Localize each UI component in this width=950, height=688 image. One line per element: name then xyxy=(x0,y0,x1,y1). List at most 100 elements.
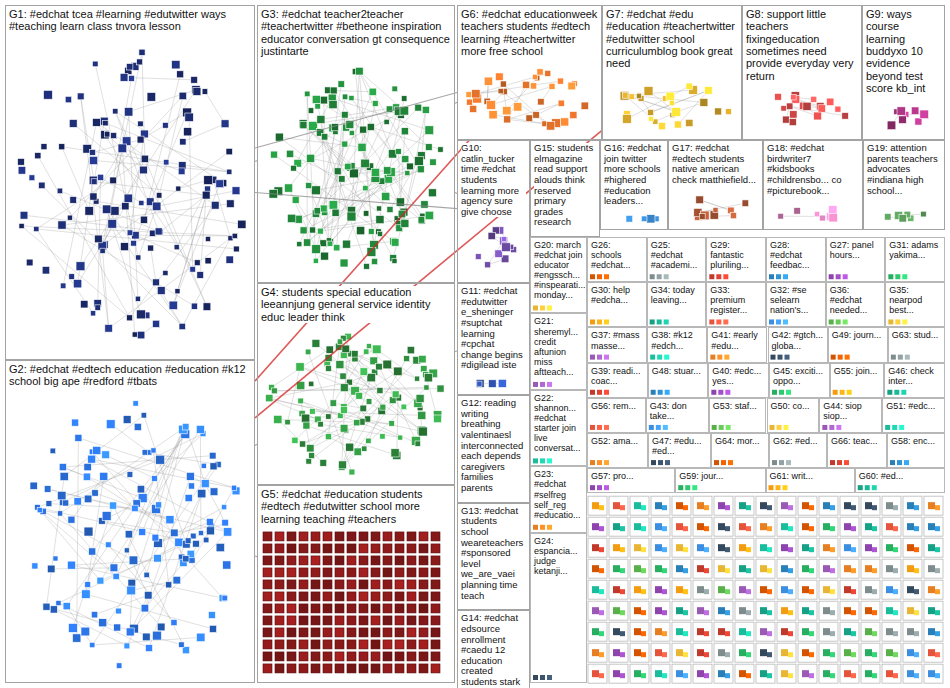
intra-group-link xyxy=(134,112,188,243)
vertex-icon xyxy=(395,652,404,661)
vertex-icon xyxy=(650,319,655,324)
vertex-icon xyxy=(604,319,609,324)
vertex-icon xyxy=(662,673,667,678)
vertex-icon xyxy=(711,390,716,395)
vertex-icon xyxy=(714,460,719,465)
vertex-icon xyxy=(760,649,767,656)
vertex-icon xyxy=(592,628,599,635)
vertex-icon xyxy=(334,168,341,175)
vertex-icon xyxy=(323,664,332,673)
vertex-icon xyxy=(663,425,668,430)
group-label: G39: readi... coac... xyxy=(591,366,644,386)
tiny-group-cell xyxy=(735,643,754,662)
tiny-group-cell xyxy=(861,496,880,515)
vertex-icon xyxy=(345,163,352,170)
intra-group-link xyxy=(93,140,141,153)
vertex-icon xyxy=(746,652,751,657)
vertex-icon xyxy=(163,122,169,128)
intra-group-link xyxy=(303,125,351,167)
vertex-icon xyxy=(599,505,604,510)
intra-group-link xyxy=(309,186,330,243)
vertex-icon xyxy=(287,664,296,673)
vertex-icon xyxy=(169,301,177,309)
vertex-icon xyxy=(67,215,72,220)
vertex-icon xyxy=(85,207,94,216)
vertex-icon xyxy=(676,670,683,677)
vertex-icon xyxy=(395,592,404,601)
vertex-strip xyxy=(709,274,728,279)
small-group-box: G29: fantastic pluriling... xyxy=(706,237,766,282)
vertex-icon xyxy=(704,526,709,531)
vertex-icon xyxy=(865,565,872,572)
vertex-icon xyxy=(136,310,145,319)
group-label: G33: premium register... xyxy=(710,285,762,315)
vertex-icon xyxy=(613,607,620,614)
intra-group-link xyxy=(182,238,230,326)
intra-group-link xyxy=(60,191,160,232)
tiny-group-cell xyxy=(777,559,796,578)
vertex-icon xyxy=(851,505,856,510)
vertex-icon xyxy=(489,111,497,119)
vertex-icon xyxy=(384,167,391,174)
vertex-icon xyxy=(275,532,284,541)
vertex-icon xyxy=(590,425,595,430)
intra-group-link xyxy=(333,346,369,403)
vertex-icon xyxy=(407,664,416,673)
group-label: G25: #edchat #academi... xyxy=(651,240,703,270)
vertex-strip xyxy=(885,425,904,430)
vertex-icon xyxy=(921,211,927,217)
vertex-icon xyxy=(156,455,165,464)
vertex-icon xyxy=(323,592,332,601)
vertex-icon xyxy=(928,628,935,635)
group-label: G2: #edchat #edtech education #education… xyxy=(9,363,251,388)
tiny-group-cell xyxy=(714,559,733,578)
vertex-icon xyxy=(431,652,440,661)
vertex-icon xyxy=(50,606,57,613)
vertex-icon xyxy=(360,126,367,133)
vertex-icon xyxy=(767,673,772,678)
vertex-icon xyxy=(835,106,841,112)
tiny-group-cell xyxy=(903,538,922,557)
vertex-icon xyxy=(665,460,670,465)
vertex-icon xyxy=(533,112,539,118)
vertex-icon xyxy=(124,108,133,117)
tiny-group-cell xyxy=(924,496,943,515)
vertex-icon xyxy=(90,193,97,200)
vertex-icon xyxy=(102,512,111,521)
vertex-icon xyxy=(829,425,834,430)
tiny-group-cell xyxy=(651,664,670,683)
intra-group-link xyxy=(343,359,407,465)
vertex-icon xyxy=(114,624,121,631)
vertex-strip xyxy=(891,355,910,360)
vertex-icon xyxy=(676,523,683,530)
tiny-group-cell xyxy=(672,517,691,536)
vertex-icon xyxy=(287,568,296,577)
tiny-group-cell xyxy=(861,601,880,620)
intra-group-link xyxy=(144,415,186,544)
vertex-icon xyxy=(907,586,914,593)
vertex-icon xyxy=(431,532,440,541)
intra-group-link xyxy=(127,479,155,551)
vertex-icon xyxy=(300,122,307,129)
vertex-icon xyxy=(641,652,646,657)
vertex-icon xyxy=(656,425,661,430)
vertex-icon xyxy=(526,115,533,122)
vertex-icon xyxy=(141,155,148,162)
vertex-icon xyxy=(434,415,442,423)
vertex-icon xyxy=(437,385,444,392)
vertex-icon xyxy=(323,568,332,577)
vertex-icon xyxy=(419,544,428,553)
vertex-icon xyxy=(371,568,380,577)
intra-group-link xyxy=(95,493,170,520)
intra-group-link xyxy=(504,92,507,120)
vertex-icon xyxy=(767,526,772,531)
intra-group-link xyxy=(397,398,398,456)
intra-group-link xyxy=(156,282,182,326)
vertex-icon xyxy=(330,400,336,406)
vertex-icon xyxy=(709,319,714,324)
vertex-icon xyxy=(746,631,751,636)
group-label: G45: exciti... oppo... xyxy=(773,366,826,386)
vertex-cluster xyxy=(263,532,440,673)
vertex-icon xyxy=(697,670,704,677)
vertex-icon xyxy=(893,547,898,552)
